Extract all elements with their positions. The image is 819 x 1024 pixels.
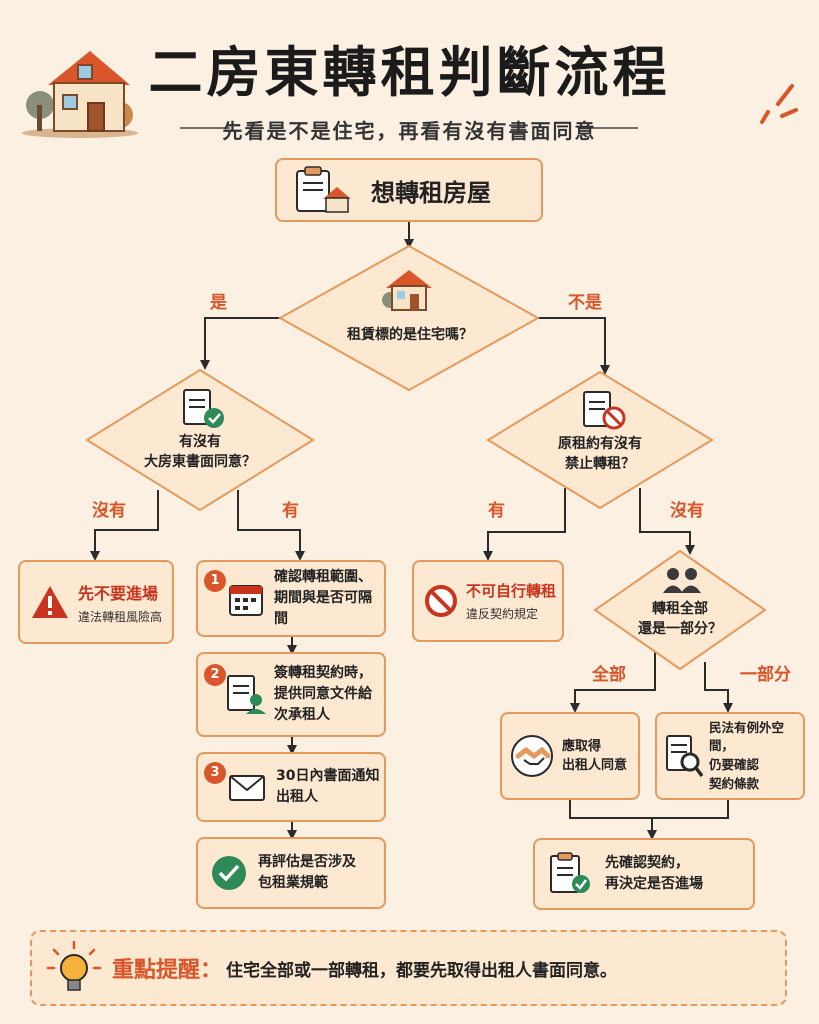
page-subtitle: 先看是不是住宅，再看有沒有書面同意 — [222, 119, 597, 143]
warning-icon — [32, 586, 68, 618]
branch-contract-no: 沒有 — [670, 501, 704, 521]
final-box: 先確認契約， 再決定是否進場 — [533, 838, 755, 910]
lightbulb-icon — [46, 940, 102, 991]
step-2-line1: 簽轉租契約時， — [274, 665, 372, 681]
stop-subtitle: 違法轉租風險高 — [78, 609, 163, 624]
clipboard-house-icon — [296, 166, 351, 213]
document-check-icon — [183, 389, 224, 428]
forbidden-title: 不可自行轉租 — [466, 582, 557, 600]
house-icon — [382, 270, 432, 311]
step-2-line3: 次承租人 — [274, 707, 330, 723]
step-3-line2: 出租人 — [276, 789, 318, 805]
page-title: 二房東轉租判斷流程 — [148, 41, 671, 104]
step-2-badge: 2 — [204, 664, 226, 686]
all-result-line2: 出租人同意 — [562, 758, 628, 773]
part-result-box: 民法有例外空間， 仍要確認 契約條款 — [655, 712, 805, 800]
step-1-line2: 期間與是否可隔間 — [274, 590, 372, 627]
document-person-icon — [227, 674, 266, 714]
question-contract-line2: 禁止轉租？ — [565, 456, 635, 473]
step-4-line2: 包租業規範 — [258, 875, 328, 891]
branch-scope-part: 一部分 — [740, 665, 791, 685]
step-1-box: 確認轉租範圍、 期間與是否可隔間 — [196, 560, 386, 637]
calendar-icon — [229, 584, 263, 616]
diamond-contract — [486, 370, 714, 510]
checklist-icon — [550, 852, 590, 893]
branch-consent-no: 沒有 — [92, 501, 126, 521]
step-4-box: 再評估是否涉及 包租業規範 — [196, 837, 386, 909]
question-residential: 租賃標的是住宅嗎？ — [347, 327, 473, 343]
all-result-box: 應取得 出租人同意 — [500, 712, 640, 800]
step-3-box: 30日內書面通知 出租人 — [196, 752, 386, 822]
stop-box: 先不要進場 違法轉租風險高 — [18, 560, 174, 644]
handshake-icon — [511, 735, 553, 777]
branch-scope-all: 全部 — [592, 665, 626, 685]
diamond-consent — [85, 368, 315, 512]
branch-consent-yes: 有 — [282, 501, 299, 521]
step-1-badge: 1 — [204, 570, 226, 592]
envelope-icon — [229, 775, 265, 801]
question-scope-line1: 轉租全部 — [652, 601, 708, 617]
step-2-line2: 提供同意文件給 — [274, 686, 372, 702]
start-label: 想轉租房屋 — [371, 178, 491, 207]
question-scope-line2: 還是一部分？ — [638, 621, 722, 638]
question-consent-line1: 有沒有 — [179, 434, 221, 450]
step-3-line1: 30日內書面通知 — [276, 768, 380, 784]
branch-no: 不是 — [568, 293, 602, 313]
diamond-scope — [593, 549, 767, 671]
reminder-banner: 重點提醒： 住宅全部或一部轉租，都要先取得出租人書面同意。 — [30, 930, 787, 1006]
reminder-label: 重點提醒： — [112, 958, 223, 983]
part-result-line2: 仍要確認 — [709, 757, 760, 772]
check-circle-icon — [212, 856, 246, 890]
step-1-line1: 確認轉租範圍、 — [274, 569, 372, 585]
branch-contract-yes: 有 — [488, 501, 505, 521]
document-search-icon — [666, 735, 703, 778]
stop-title: 先不要進場 — [78, 583, 159, 603]
part-result-line1: 民法有例外空間， — [709, 719, 785, 754]
step-4-line1: 再評估是否涉及 — [258, 854, 356, 870]
prohibited-icon — [425, 585, 457, 617]
final-line1: 先確認契約， — [605, 855, 689, 871]
final-line2: 再決定是否進場 — [605, 876, 703, 892]
question-contract: 原租約有沒有 禁止轉租？ — [510, 434, 690, 475]
question-scope: 轉租全部 還是一部分？ — [610, 599, 750, 640]
start-box: 想轉租房屋 — [275, 158, 543, 222]
all-result-line1: 應取得 — [562, 738, 602, 754]
question-consent: 有沒有 大房東書面同意？ — [110, 432, 290, 473]
question-contract-line1: 原租約有沒有 — [558, 436, 642, 452]
part-result-line3: 契約條款 — [709, 775, 760, 791]
forbidden-subtitle: 違反契約規定 — [466, 607, 539, 621]
people-icon — [663, 568, 701, 593]
house-illustration-icon — [22, 51, 138, 138]
diamond-residential — [277, 244, 541, 392]
sparkle-icon — [760, 84, 798, 124]
step-3-badge: 3 — [204, 762, 226, 784]
step-2-box: 簽轉租契約時， 提供同意文件給 次承租人 — [196, 652, 386, 737]
branch-yes: 是 — [210, 293, 227, 313]
forbidden-box: 不可自行轉租 違反契約規定 — [412, 560, 564, 642]
question-consent-line2: 大房東書面同意？ — [144, 454, 256, 471]
reminder-text: 住宅全部或一部轉租，都要先取得出租人書面同意。 — [226, 960, 618, 981]
document-prohibited-icon — [583, 391, 626, 430]
